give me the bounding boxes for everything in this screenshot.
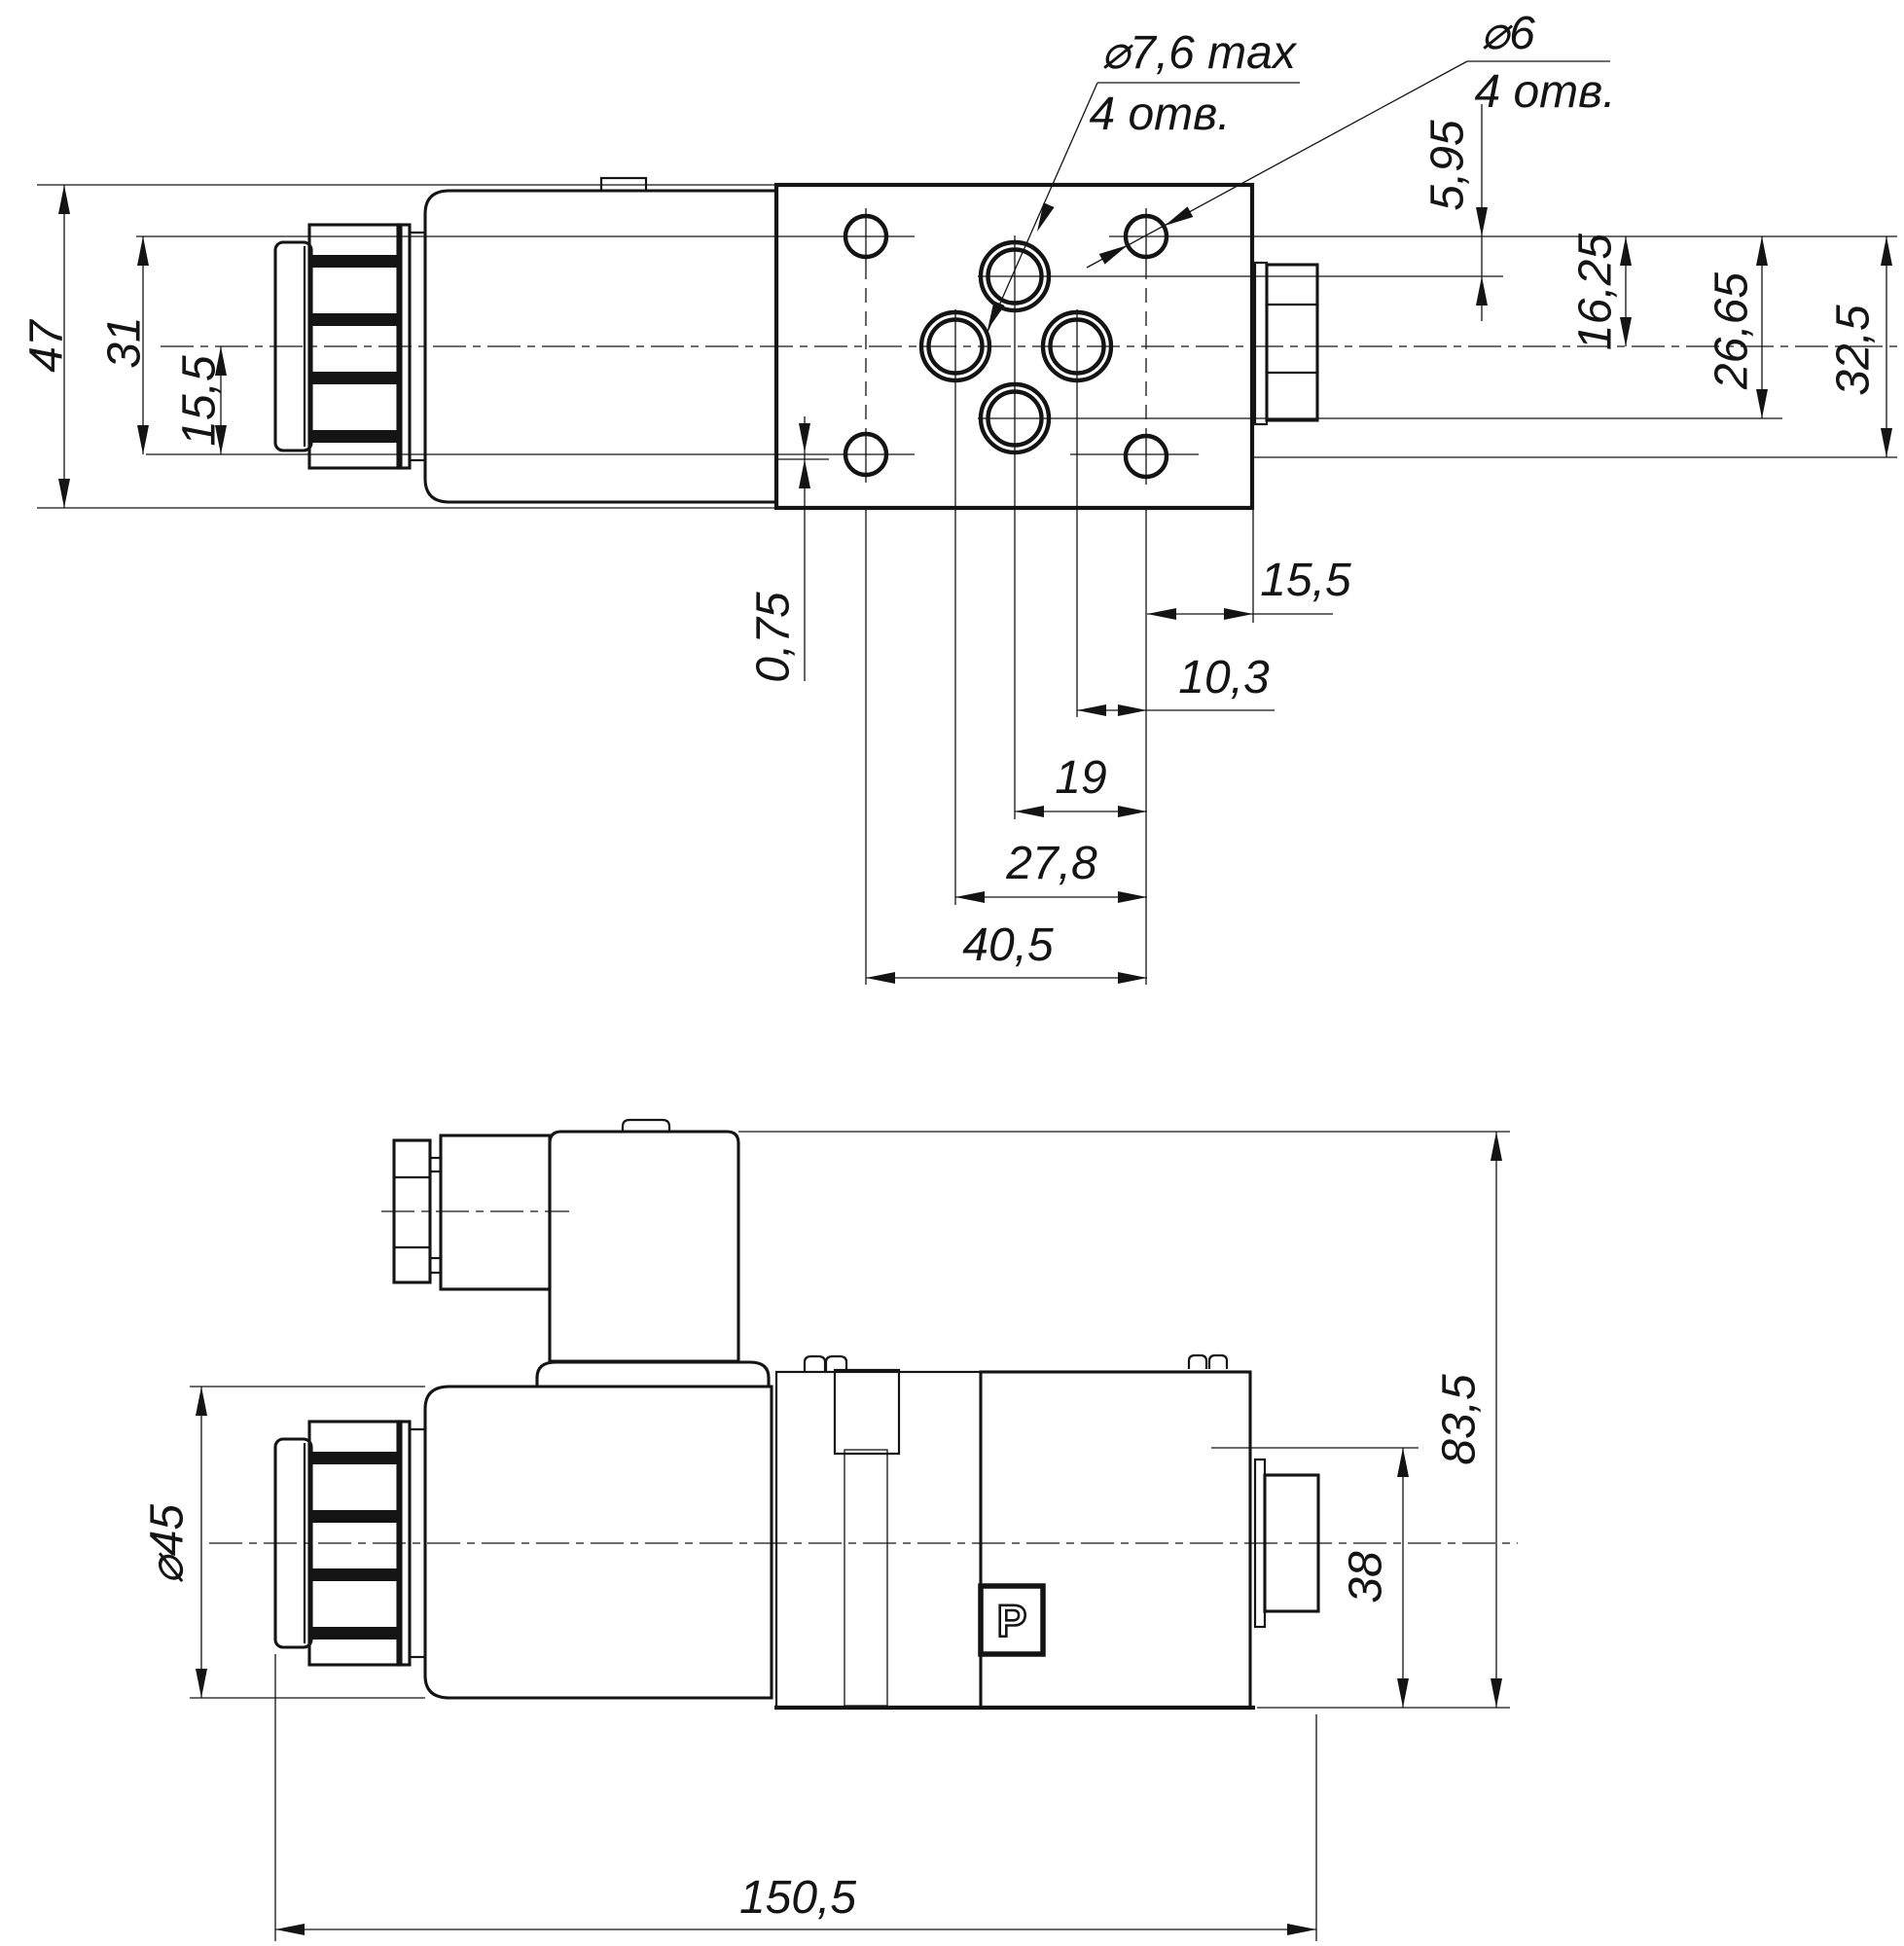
bolt-hole (843, 431, 889, 478)
dim-15-5-left: 15,5 (174, 355, 226, 447)
callout-hole6-diameter: ⌀6 (1481, 8, 1535, 59)
coil-body-top-view (423, 189, 776, 504)
callout-hole6-count: 4 отв. (1474, 66, 1615, 118)
connector-washer (396, 223, 412, 470)
end-nut-top-view (1253, 261, 1319, 426)
dim-15-5-bottom: 15,5 (1260, 555, 1351, 606)
port-right (1040, 309, 1114, 383)
dim-31: 31 (99, 316, 151, 368)
coil-body-side-view (423, 1385, 773, 1700)
connector-side-view (273, 1420, 425, 1667)
dim-83-5: 83,5 (1434, 1374, 1486, 1465)
top-view (37, 176, 1897, 985)
top-view-feature-lines (37, 184, 1897, 985)
dim-38: 38 (1341, 1551, 1392, 1604)
bolt-holes (843, 213, 1169, 480)
dim-45: ⌀45 (142, 1504, 194, 1585)
din-screw-bump (621, 1118, 671, 1132)
side-view-dimensions: ⌀45 83,5 38 150,5 (142, 1131, 1510, 1941)
body-tab (599, 176, 648, 193)
connector-top-view (273, 223, 425, 470)
port-bottom (978, 381, 1052, 455)
dim-47: 47 (21, 318, 73, 373)
dim-5-95: 5,95 (1422, 120, 1474, 211)
cable-gland (439, 1134, 552, 1291)
valve-body-side (979, 1370, 1252, 1710)
section-slot (844, 1449, 888, 1707)
din-housing-flange (535, 1360, 771, 1388)
connector-ribbed-sleeve (307, 223, 403, 470)
port-left (918, 309, 992, 383)
port-block (773, 182, 1255, 511)
callout-hole76-diameter: ⌀7,6 max (1101, 27, 1298, 79)
dim-32-5: 32,5 (1828, 305, 1880, 396)
main-ports (918, 239, 1114, 455)
armature-section (774, 1354, 983, 1710)
dim-10-3: 10,3 (1178, 652, 1270, 703)
din-housing (548, 1130, 740, 1363)
side-view: P (209, 1118, 1518, 1711)
dim-150-5: 150,5 (739, 1872, 856, 1924)
body-tab (1207, 1353, 1229, 1369)
section-notch (833, 1368, 901, 1456)
spring-washer-tab (803, 1354, 827, 1372)
bolt-hole (1123, 213, 1169, 260)
port-letter: P (997, 1596, 1027, 1646)
callout-hole76-count: 4 отв. (1089, 89, 1230, 140)
plug-terminal-block (392, 1138, 432, 1284)
dim-16-25: 16,25 (1570, 234, 1622, 350)
dim-40-5: 40,5 (962, 919, 1054, 971)
dim-27-8: 27,8 (1005, 838, 1097, 889)
spring-washer-tab (824, 1354, 848, 1372)
dim-0-75: 0,75 (748, 592, 800, 683)
port-marker: P (978, 1583, 1046, 1657)
hatched-section (774, 1370, 983, 1710)
dim-26-65: 26,65 (1706, 272, 1758, 390)
top-view-dimensions: ⌀7,6 max 4 отв. ⌀6 4 отв. 47 31 15,5 0,7… (21, 8, 1892, 984)
end-nut-side-view (1253, 1458, 1320, 1629)
bolt-hole (1123, 433, 1169, 480)
port-top (978, 239, 1052, 313)
dimension-arrows (58, 185, 1892, 984)
body-tab (1187, 1353, 1208, 1369)
dim-19: 19 (1055, 752, 1106, 804)
bolt-hole (843, 213, 889, 260)
din-plug (392, 1118, 771, 1388)
